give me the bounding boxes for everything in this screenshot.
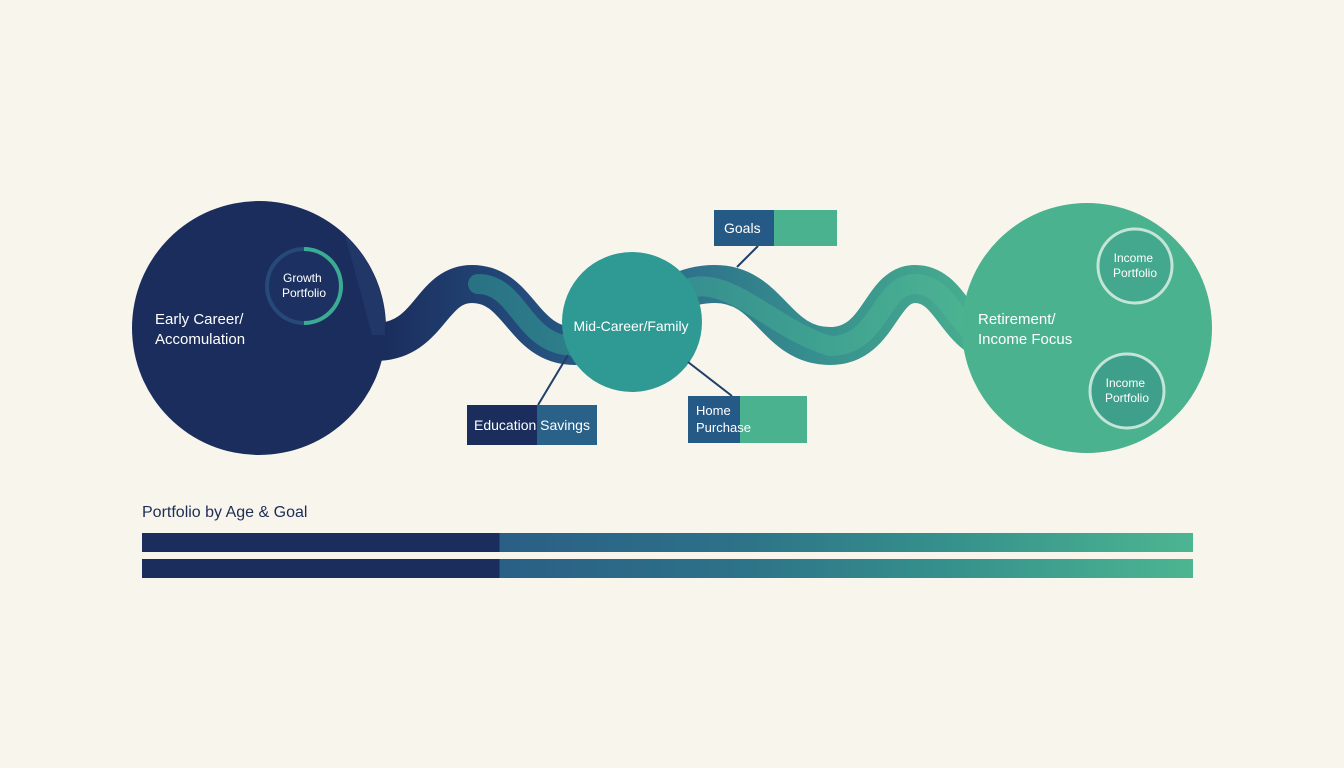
ring-income-portfolio-bottom-label: Income Portfolio [1105,376,1149,405]
ring-income-portfolio-bottom: Income Portfolio [1088,352,1166,430]
stage-label-early-career: Early Career/ Accomulation [155,311,248,348]
callout-education-savings-label: Education Savings [474,417,590,433]
connector-education [537,354,569,406]
callout-goals-label: Goals [724,220,761,236]
connector-goals [736,245,759,268]
ring-income-portfolio-top-label: Income Portfolio [1113,251,1157,280]
callout-home-purchase: Home Purchase [688,396,807,443]
portfolio-caption: Portfolio by Age & Goal [142,504,308,521]
callout-education-savings: Education Savings [467,405,597,445]
stage-circle-early-career-shade [345,235,385,335]
ring-growth-portfolio-label: Growth Portfolio [282,271,326,300]
allocation-bar-top [142,533,1193,552]
callout-goals: Goals [714,210,837,246]
callout-home-purchase-label: Home Purchase [696,403,751,435]
ring-income-portfolio-top: Income Portfolio [1096,227,1174,305]
allocation-bar-bottom [142,559,1193,578]
ring-growth-portfolio: Growth Portfolio [265,247,343,325]
stage-circle-retirement [962,203,1212,453]
stage-circle-mid-career [562,252,702,392]
flow-ribbon-highlight [468,273,1020,357]
connector-home [687,361,733,397]
stage-label-retirement: Retirement/ Income Focus [978,311,1072,348]
stage-label-mid-career: Mid-Career/Family [573,318,688,334]
